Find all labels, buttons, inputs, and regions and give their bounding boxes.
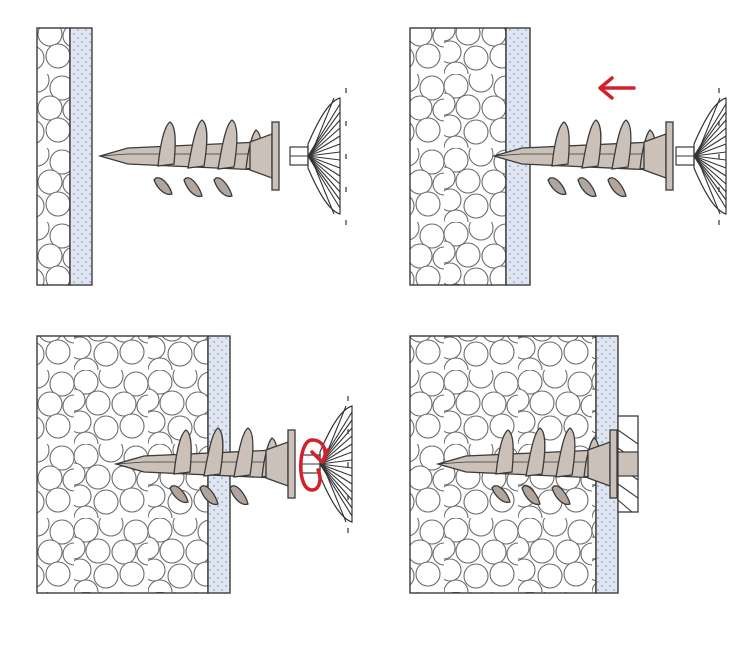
rotation-arrow-icon (299, 438, 330, 492)
step-3-panel (36, 335, 353, 594)
screwdriver-bit (289, 97, 341, 215)
screwdriver-bit (301, 405, 353, 523)
insulation-anchor (99, 119, 280, 198)
plasterboard-layer (69, 27, 93, 286)
insulation-board (36, 27, 71, 286)
anchor-head-installed (617, 415, 639, 513)
insulation-board (409, 27, 507, 286)
push-arrow-icon (598, 76, 636, 100)
step-1-panel (36, 27, 347, 286)
step-4-panel (409, 335, 639, 594)
step-2-panel (409, 27, 727, 286)
